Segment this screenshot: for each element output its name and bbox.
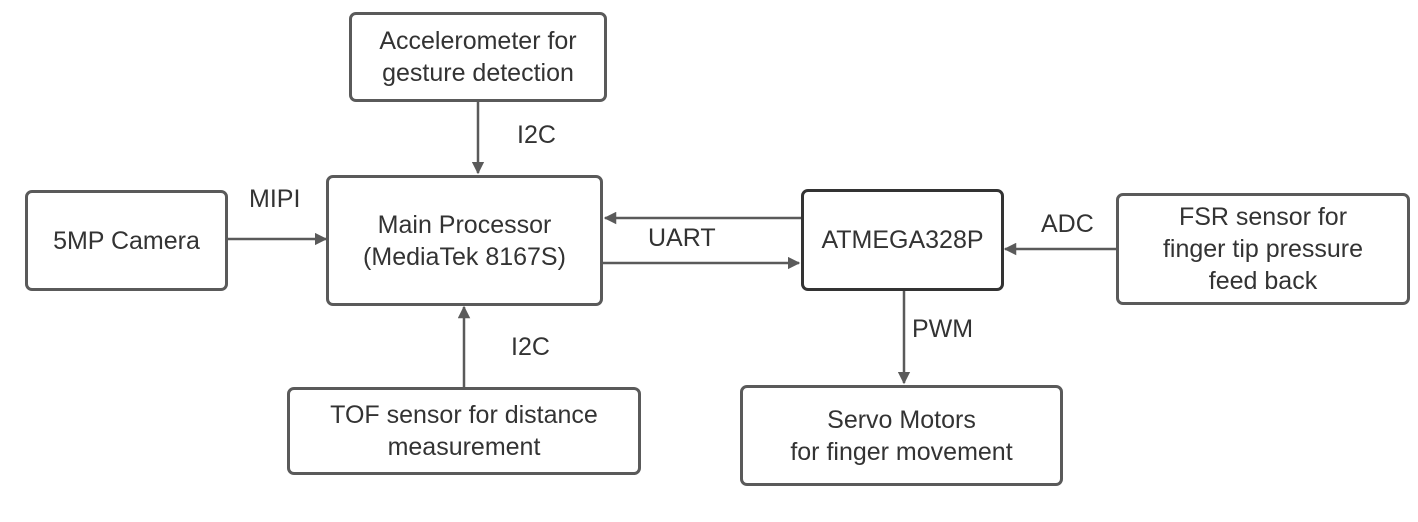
fsr-line-2: finger tip pressure [1162,235,1364,263]
mipi-label: MIPI [249,185,301,213]
i2c-top-label: I2C [517,121,556,149]
atmega-block: ATMEGA328P [801,189,1004,291]
accelerometer-line-1: Accelerometer for [379,27,577,55]
fsr-sensor-block: FSR sensor for finger tip pressure feed … [1116,193,1410,305]
atmega-label: ATMEGA328P [821,226,984,254]
tof-line-1: TOF sensor for distance [330,401,598,429]
main-processor-block: Main Processor (MediaTek 8167S) [326,175,603,306]
servo-motors-block: Servo Motors for finger movement [740,385,1063,486]
tof-line-2: measurement [387,433,541,461]
accelerometer-block: Accelerometer for gesture detection [349,12,607,102]
fsr-line-3: feed back [1208,267,1318,295]
tof-sensor-block: TOF sensor for distance measurement [287,387,641,475]
i2c-bottom-label: I2C [511,333,550,361]
servo-line-2: for finger movement [790,437,1013,466]
main-processor-line-1: Main Processor [377,210,552,239]
camera-block: 5MP Camera [25,190,228,291]
adc-label: ADC [1041,210,1094,238]
main-processor-line-2: (MediaTek 8167S) [363,242,566,271]
pwm-label: PWM [912,315,974,343]
fsr-line-1: FSR sensor for [1178,203,1348,231]
accelerometer-line-2: gesture detection [382,59,574,87]
servo-line-1: Servo Motors [827,405,976,434]
camera-label: 5MP Camera [53,226,200,255]
uart-label: UART [648,224,716,252]
